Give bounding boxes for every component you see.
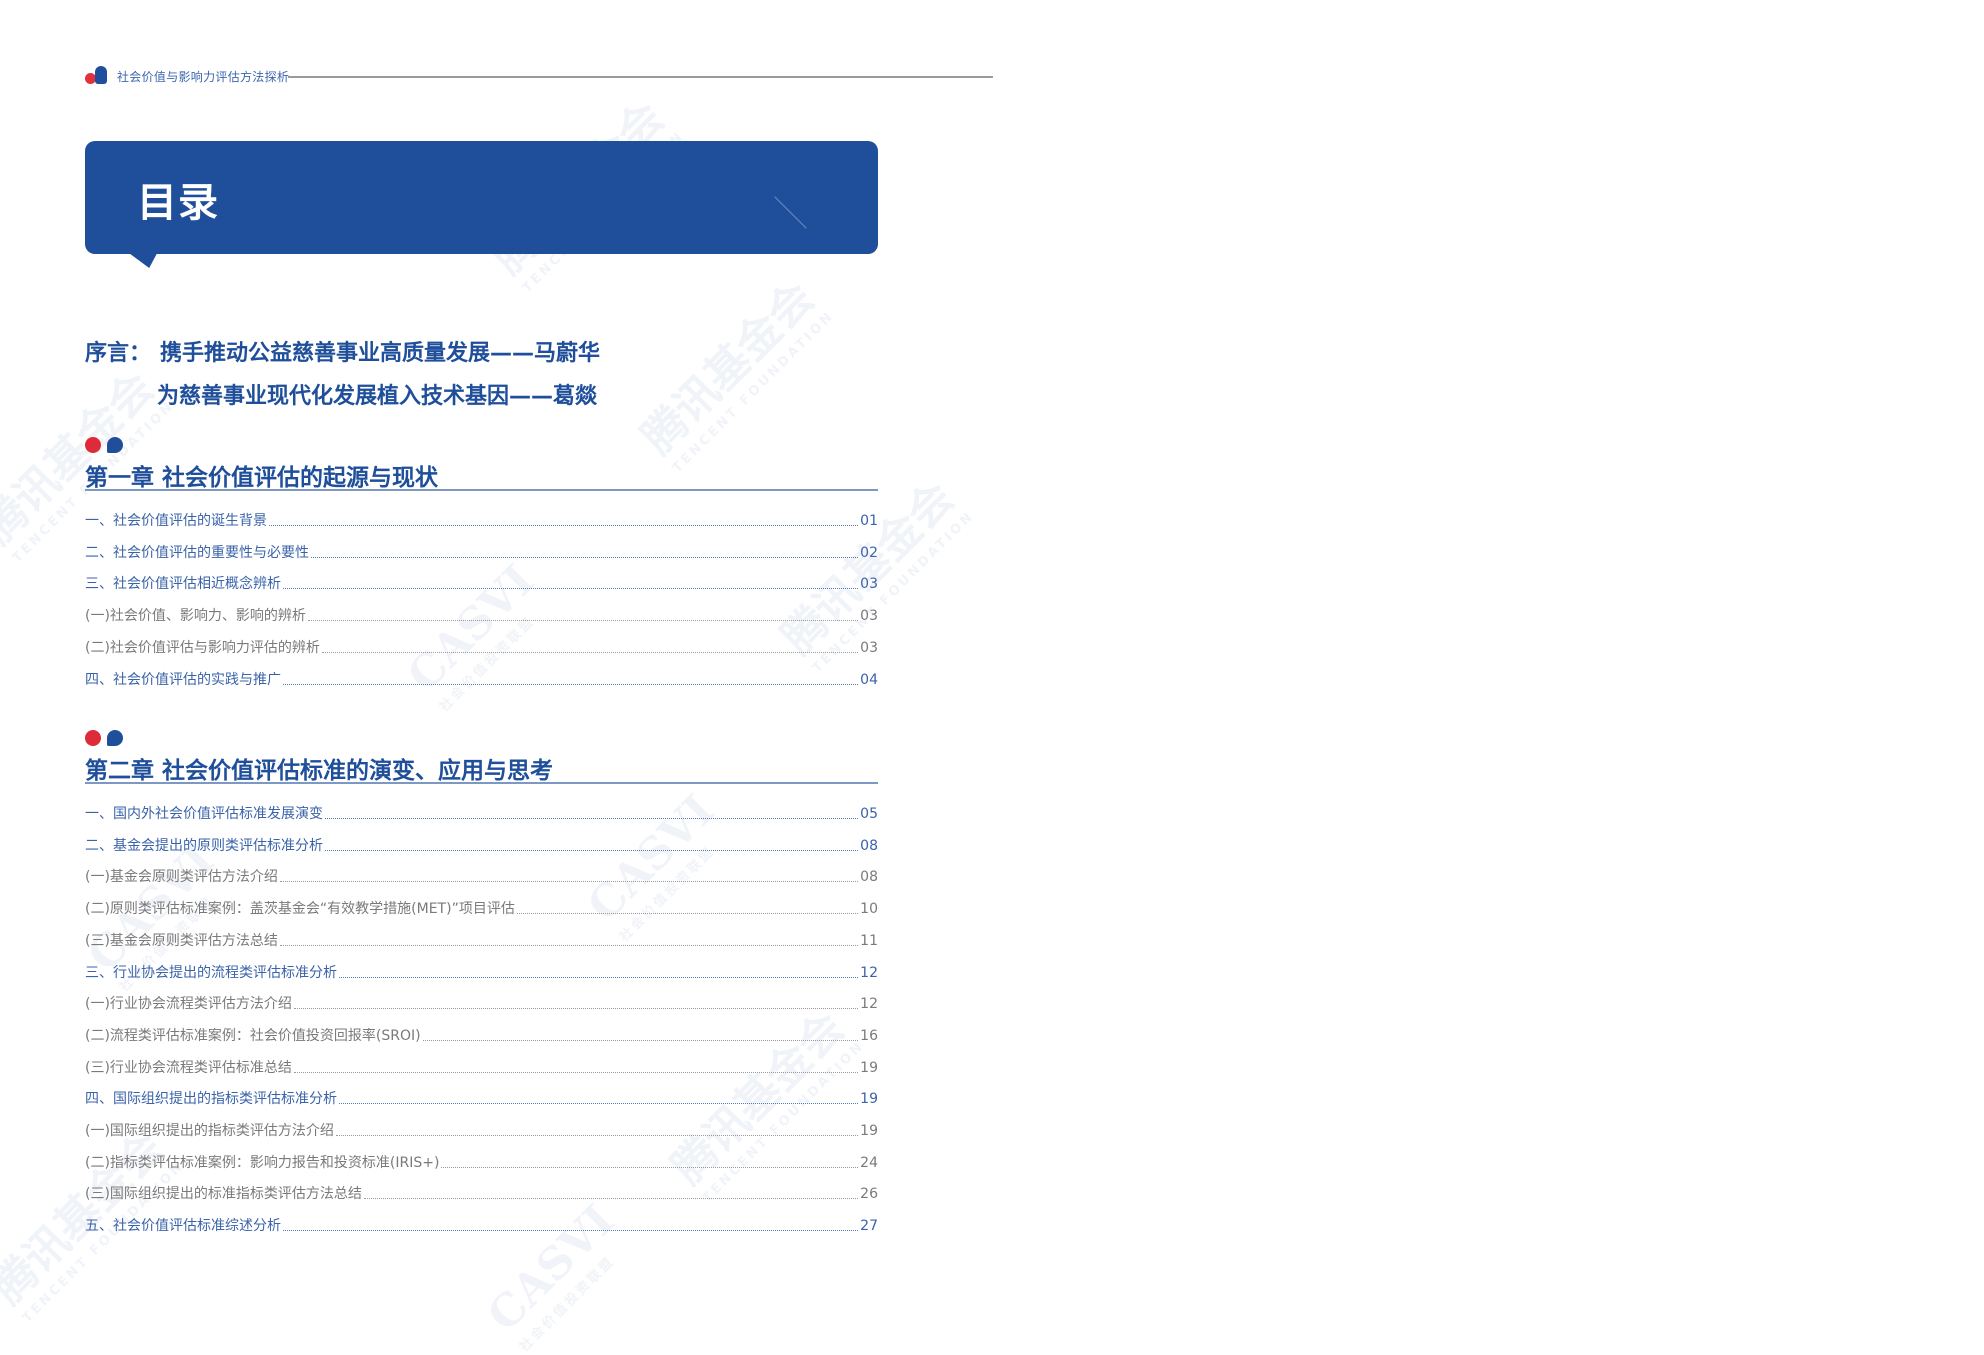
toc-entry[interactable]: (二)原则类评估标准案例：盖茨基金会“有效教学措施(MET)”项目评估 10	[85, 898, 878, 918]
toc-entry-page: 01	[860, 513, 878, 529]
toc-entry-label: 二、社会价值评估的重要性与必要性	[85, 544, 309, 561]
toc-entry-label: (一)行业协会流程类评估方法介绍	[85, 996, 292, 1013]
toc-entry-page: 26	[860, 1186, 878, 1203]
preface-label: 序言：	[85, 341, 152, 366]
toc-leader-dots	[363, 1198, 859, 1200]
toc-entry-page: 05	[860, 806, 878, 822]
header-divider	[288, 76, 993, 78]
toc-entry[interactable]: 二、社会价值评估的重要性与必要性 02	[85, 542, 878, 562]
toc-entry-label: (一)社会价值、影响力、影响的辨析	[85, 608, 306, 625]
toc-entry-label: (二)社会价值评估与影响力评估的辨析	[85, 639, 320, 656]
toc-leader-dots	[269, 525, 859, 526]
toc-entry-label: (三)行业协会流程类评估标准总结	[85, 1059, 292, 1076]
toc-entry[interactable]: 三、社会价值评估相近概念辨析 03	[85, 573, 878, 593]
toc-entry-label: 五、社会价值评估标准综述分析	[85, 1218, 281, 1235]
toc-leader-dots	[339, 976, 859, 978]
toc-leader-dots	[279, 944, 859, 946]
toc-leader-dots	[325, 849, 859, 851]
toc-entry-page: 03	[860, 576, 878, 593]
toc-entry-page: 12	[860, 996, 878, 1013]
toc-leader-dots	[293, 1071, 859, 1073]
toc-entry-page: 04	[860, 671, 878, 688]
toc-entry[interactable]: 二、基金会提出的原则类评估标准分析 08	[85, 835, 878, 855]
toc-entry[interactable]: (三)行业协会流程类评估标准总结 19	[85, 1057, 878, 1077]
toc-entry-page: 27	[860, 1218, 878, 1235]
toc-leader-dots	[422, 1039, 859, 1041]
toc-entry[interactable]: (一)基金会原则类评估方法介绍 08	[85, 866, 878, 886]
toc-leader-dots	[293, 1008, 859, 1010]
toc-entry[interactable]: 四、社会价值评估的实践与推广 04	[85, 669, 878, 689]
toc-entry[interactable]: (一)行业协会流程类评估方法介绍 12	[85, 993, 878, 1013]
toc-entry[interactable]: (二)流程类评估标准案例：社会价值投资回报率(SROI) 16	[85, 1025, 878, 1045]
toc-leader-dots	[325, 818, 859, 819]
toc-entry[interactable]: (二)指标类评估标准案例：影响力报告和投资标准(IRIS+) 24	[85, 1152, 878, 1172]
page-title: 目录	[137, 180, 219, 226]
chapter-divider	[85, 489, 878, 491]
toc-title-banner	[85, 141, 878, 254]
toc-entry-label: 一、社会价值评估的诞生背景	[85, 513, 267, 529]
toc-entry-page: 03	[860, 639, 878, 656]
chapter-title[interactable]: 第一章 社会价值评估的起源与现状	[85, 465, 439, 491]
toc-leader-dots	[307, 620, 859, 622]
toc-entry-page: 16	[860, 1027, 878, 1044]
toc-entry-label: 四、社会价值评估的实践与推广	[85, 671, 281, 688]
toc-leader-dots	[335, 1135, 859, 1136]
toc-entry[interactable]: (三)基金会原则类评估方法总结 11	[85, 930, 878, 950]
toc-entry-label: 三、行业协会提出的流程类评估标准分析	[85, 964, 337, 981]
toc-entry[interactable]: 一、社会价值评估的诞生背景 01	[85, 510, 878, 530]
toc-entry-page: 10	[860, 901, 878, 918]
preface-item[interactable]: 为慈善事业现代化发展植入技术基因——葛燚	[157, 384, 598, 409]
toc-entry-label: 一、国内外社会价值评估标准发展演变	[85, 806, 323, 822]
toc-leader-dots	[283, 588, 859, 590]
toc-entry-label: (一)国际组织提出的指标类评估方法介绍	[85, 1123, 334, 1139]
toc-leader-dots	[441, 1166, 859, 1168]
toc-entry-label: (二)流程类评估标准案例：社会价值投资回报率(SROI)	[85, 1027, 421, 1044]
toc-entry-page: 19	[860, 1091, 878, 1108]
toc-entry-label: (三)国际组织提出的标准指标类评估方法总结	[85, 1186, 362, 1203]
toc-entry[interactable]: 四、国际组织提出的指标类评估标准分析 19	[85, 1088, 878, 1108]
toc-entry[interactable]: (一)国际组织提出的指标类评估方法介绍 19	[85, 1120, 878, 1140]
toc-entry-label: 四、国际组织提出的指标类评估标准分析	[85, 1091, 337, 1108]
toc-entry-label: 三、社会价值评估相近概念辨析	[85, 576, 281, 593]
toc-entry[interactable]: 三、行业协会提出的流程类评估标准分析 12	[85, 962, 878, 982]
toc-entry-page: 19	[860, 1123, 878, 1139]
toc-entry-label: (一)基金会原则类评估方法介绍	[85, 869, 278, 886]
chapter-divider	[85, 782, 878, 784]
toc-entry[interactable]: (一)社会价值、影响力、影响的辨析 03	[85, 605, 878, 625]
toc-entry-label: (二)原则类评估标准案例：盖茨基金会“有效教学措施(MET)”项目评估	[85, 901, 515, 918]
toc-entry[interactable]: 五、社会价值评估标准综述分析 27	[85, 1215, 878, 1235]
chapter-title[interactable]: 第二章 社会价值评估标准的演变、应用与思考	[85, 758, 554, 784]
toc-leader-dots	[283, 1230, 859, 1232]
toc-leader-dots	[339, 1103, 859, 1105]
toc-entry-page: 19	[860, 1059, 878, 1076]
toc-entry-page: 24	[860, 1154, 878, 1171]
preface-item[interactable]: 携手推动公益慈善事业高质量发展——马蔚华	[160, 341, 601, 366]
toc-entry-page: 08	[860, 837, 878, 854]
toc-entry[interactable]: (三)国际组织提出的标准指标类评估方法总结 26	[85, 1183, 878, 1203]
toc-entry-label: (三)基金会原则类评估方法总结	[85, 932, 278, 949]
toc-entry-page: 03	[860, 608, 878, 625]
toc-leader-dots	[279, 881, 859, 883]
toc-entry[interactable]: 一、国内外社会价值评估标准发展演变 05	[85, 803, 878, 823]
chapter-dots-icon	[85, 436, 125, 454]
toc-leader-dots	[283, 683, 859, 685]
toc-entry-label: 二、基金会提出的原则类评估标准分析	[85, 837, 323, 854]
toc-entry-label: (二)指标类评估标准案例：影响力报告和投资标准(IRIS+)	[85, 1154, 440, 1171]
toc-leader-dots	[311, 556, 859, 558]
chapter-dots-icon	[85, 729, 125, 747]
toc-entry-page: 11	[860, 932, 878, 949]
toc-entry-page: 02	[860, 544, 878, 561]
toc-entry[interactable]: (二)社会价值评估与影响力评估的辨析 03	[85, 637, 878, 657]
header-logo-icon	[85, 66, 109, 86]
toc-leader-dots	[321, 651, 859, 653]
toc-leader-dots	[516, 913, 859, 915]
toc-entry-page: 08	[860, 869, 878, 886]
toc-entry-page: 12	[860, 964, 878, 981]
header-document-title: 社会价值与影响力评估方法探析	[117, 70, 290, 84]
